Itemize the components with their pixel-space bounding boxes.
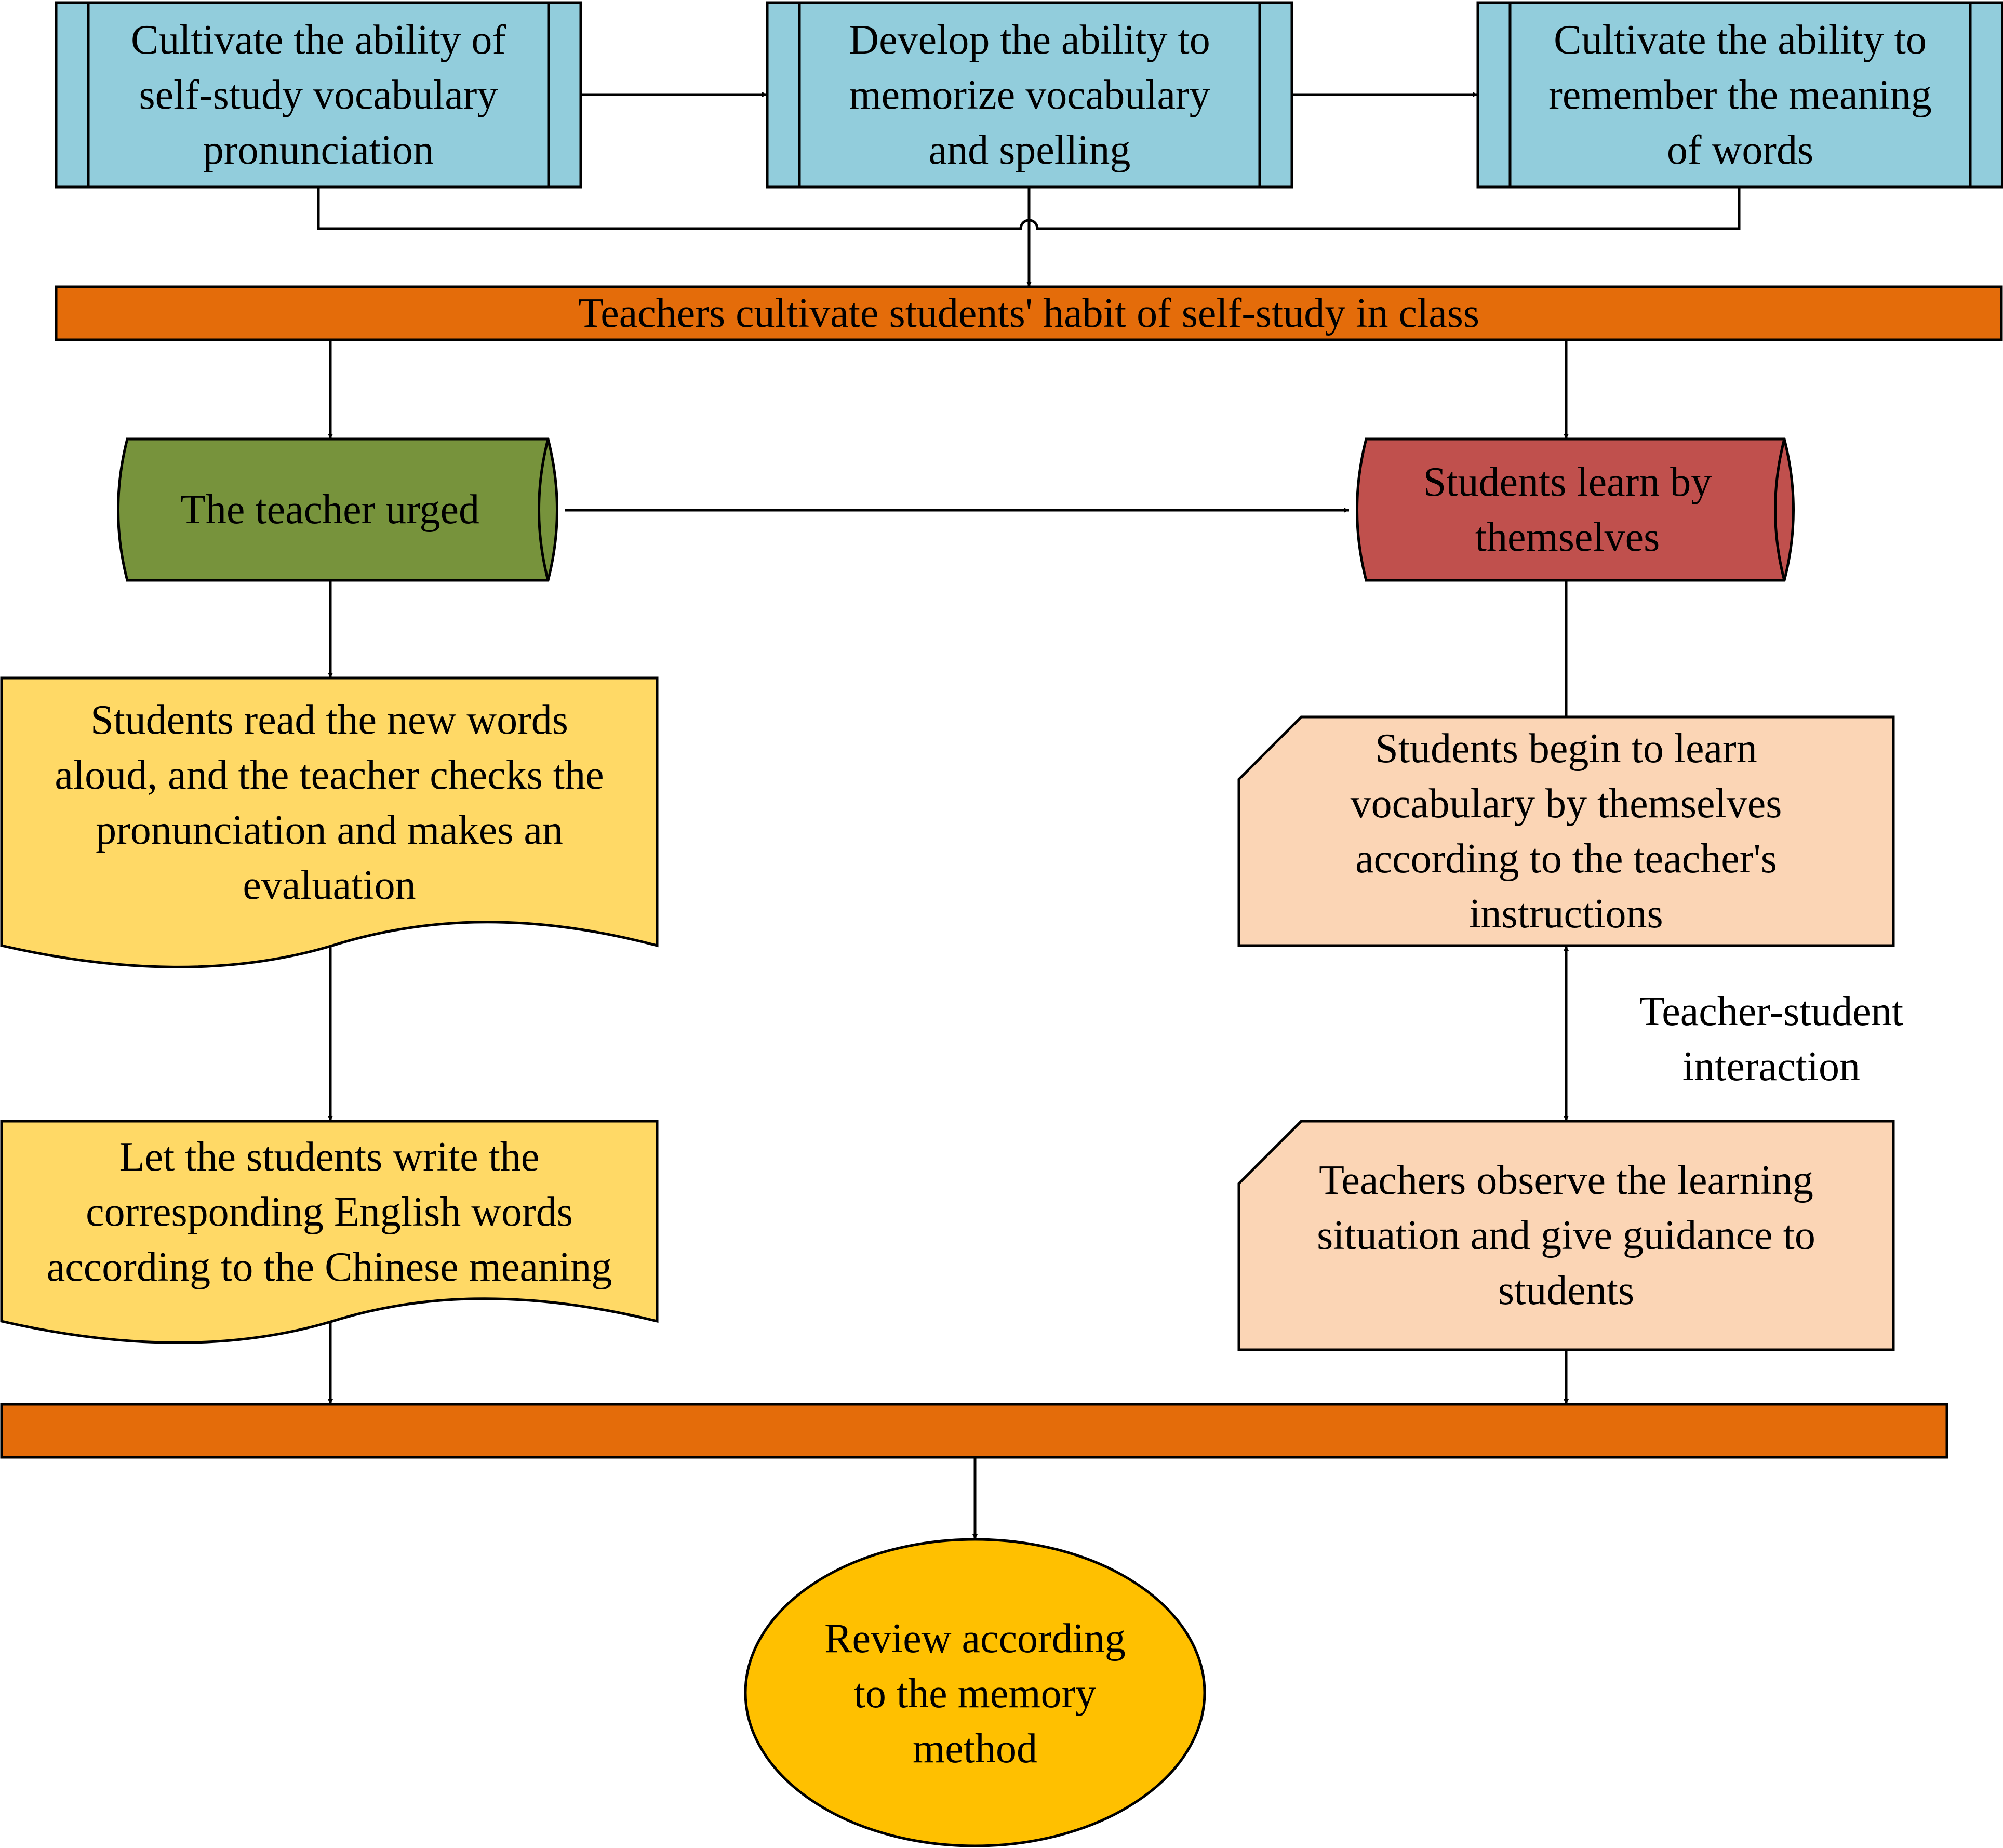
process-box-pronunciation [55,1,582,189]
read-aloud-label: Students read the new words aloud, and th… [2,678,657,927]
process-box-spelling [766,1,1293,189]
label-line: Students learn by [1423,459,1712,505]
label-line: students [1498,1268,1635,1313]
label-line: situation and give guidance to [1317,1213,1815,1258]
write-words-label-lines: Let the students write the corresponding … [47,1129,612,1295]
label-line: interaction [1682,1044,1861,1089]
label-line: pronunciation and makes an [96,807,563,853]
label-line: Cultivate the ability of [130,17,506,63]
observe-label-lines: Teachers observe the learning situation a… [1317,1153,1815,1318]
teacher-urged-label-lines: The teacher urged [180,482,479,537]
label-line: Students read the new words [90,697,568,743]
review-label-lines: Review according to the memory method [824,1611,1126,1776]
teacher-urged-cylinder [117,437,558,582]
top-box-spelling-label-lines: Develop the ability to memorize vocabular… [849,12,1210,178]
label-line: instructions [1469,891,1663,937]
begin-learn-label-lines: Students begin to learn vocabulary by the… [1351,721,1782,941]
label-line: method [913,1726,1037,1772]
write-words-document [0,1120,659,1344]
label-line: aloud, and the teacher checks the [55,752,604,798]
top-box-spelling-label: Develop the ability to memorize vocabular… [802,3,1257,187]
top-box-meaning-label-lines: Cultivate the ability to remember the mea… [1548,12,1931,178]
students-learn-label: Students learn by themselves [1366,439,1769,580]
bottom-bar [0,1403,1948,1459]
students-learn-label-lines: Students learn by themselves [1423,455,1712,565]
interaction-label: Teacher-student interaction [1590,977,1953,1101]
label-line: Teacher-student [1639,989,1904,1034]
read-aloud-document [0,676,659,968]
top-box-pronunciation-label: Cultivate the ability of self-study vocab… [91,3,546,187]
label-line: pronunciation [203,127,434,173]
label-line: Review according [824,1616,1126,1661]
label-line: Develop the ability to [849,17,1210,63]
read-aloud-label-lines: Students read the new words aloud, and th… [55,693,604,913]
top-bar-text: Teachers cultivate students' habit of se… [578,290,1479,336]
label-line: corresponding English words [86,1189,573,1235]
review-label: Review according to the memory method [767,1559,1183,1829]
label-line: evaluation [243,862,416,908]
write-words-label: Let the students write the corresponding … [2,1121,657,1303]
teacher-urged-label: The teacher urged [127,439,532,580]
label-line: and spelling [928,127,1131,173]
label-line: Students begin to learn [1375,726,1757,772]
label-line: self-study vocabulary [139,72,498,118]
label-line: of words [1666,127,1814,173]
top-bar-label: Teachers cultivate students' habit of se… [56,287,2001,340]
students-learn-cylinder [1356,437,1795,582]
label-line: themselves [1475,514,1660,560]
label-line: Teachers observe the learning [1319,1158,1813,1203]
interaction-label-lines: Teacher-student interaction [1639,984,1903,1094]
top-box-pronunciation-label-lines: Cultivate the ability of self-study vocab… [131,12,506,178]
label-line: according to the Chinese meaning [46,1244,612,1290]
begin-learn-label: Students begin to learn vocabulary by the… [1239,717,1893,946]
label-line: vocabulary by themselves [1350,781,1782,827]
label-line: Let the students write the [119,1134,540,1180]
label-line: The teacher urged [180,487,479,533]
process-box-meaning [1476,1,2003,189]
label-line: according to the teacher's [1355,836,1777,882]
label-line: to the memory [853,1671,1097,1717]
label-line: remember the meaning [1548,72,1932,118]
top-box-meaning-label: Cultivate the ability to remember the mea… [1513,3,1968,187]
observe-label: Teachers observe the learning situation a… [1239,1121,1893,1350]
label-line: Cultivate the ability to [1554,17,1927,63]
label-line: memorize vocabulary [849,72,1210,118]
